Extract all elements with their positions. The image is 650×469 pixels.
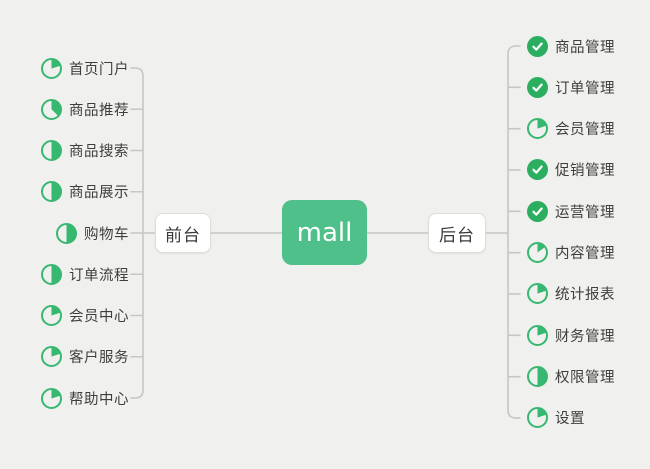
root-node-mall[interactable]: mall xyxy=(282,200,367,265)
topic-row[interactable]: 财务管理 xyxy=(527,323,615,347)
progress-pie-icon xyxy=(41,305,62,326)
topic-row[interactable]: 会员中心 xyxy=(41,304,129,328)
progress-pie-icon xyxy=(527,242,548,264)
topic-row[interactable]: 权限管理 xyxy=(527,365,615,389)
topic-row[interactable]: 商品管理 xyxy=(527,34,615,58)
progress-pie-icon xyxy=(527,407,548,429)
frontend-node[interactable]: 前台 xyxy=(155,213,211,253)
backend-node-label: 后台 xyxy=(439,225,475,246)
progress-pie-icon xyxy=(527,283,548,305)
topic-row[interactable]: 促销管理 xyxy=(527,158,615,182)
topic-label: 设置 xyxy=(555,411,585,428)
topic-row[interactable]: 商品推荐 xyxy=(41,97,129,121)
topic-row[interactable]: 会员管理 xyxy=(527,117,615,141)
progress-pie-icon xyxy=(41,387,62,409)
check-icon xyxy=(527,76,548,98)
topic-label: 商品展示 xyxy=(69,185,129,202)
progress-pie-icon xyxy=(41,140,62,161)
progress-pie-icon xyxy=(527,324,548,346)
topic-label: 购物车 xyxy=(84,226,129,243)
topic-label: 帮助中心 xyxy=(69,391,129,408)
topic-label: 订单管理 xyxy=(555,80,615,97)
topic-row[interactable]: 内容管理 xyxy=(527,241,615,265)
topic-row[interactable]: 订单流程 xyxy=(41,262,129,286)
progress-pie-icon xyxy=(41,263,62,285)
topic-row[interactable]: 订单管理 xyxy=(527,75,615,99)
root-node-label: mall xyxy=(296,217,353,248)
check-icon xyxy=(527,35,548,57)
topic-label: 统计报表 xyxy=(555,287,615,304)
progress-pie-icon xyxy=(527,118,548,140)
topic-label: 内容管理 xyxy=(555,246,615,263)
topic-row[interactable]: 运营管理 xyxy=(527,199,615,223)
progress-pie-icon xyxy=(41,181,62,203)
topic-row[interactable]: 客户服务 xyxy=(41,345,129,369)
topic-label: 订单流程 xyxy=(69,267,129,284)
topic-row[interactable]: 商品搜索 xyxy=(41,139,129,163)
frontend-node-label: 前台 xyxy=(165,225,201,246)
topic-row[interactable]: 设置 xyxy=(527,406,585,430)
topic-label: 会员管理 xyxy=(555,122,615,139)
progress-pie-icon xyxy=(41,346,62,368)
progress-pie-icon xyxy=(41,98,62,120)
topic-label: 促销管理 xyxy=(555,163,615,180)
progress-pie-icon xyxy=(527,366,548,388)
backend-node[interactable]: 后台 xyxy=(428,213,486,253)
topic-label: 商品推荐 xyxy=(69,102,129,119)
topic-label: 商品管理 xyxy=(555,39,615,56)
topic-label: 首页门户 xyxy=(69,61,129,78)
topic-row[interactable]: 帮助中心 xyxy=(41,386,129,410)
topic-row[interactable]: 首页门户 xyxy=(41,56,129,80)
check-icon xyxy=(527,200,548,222)
topic-row[interactable]: 商品展示 xyxy=(41,180,129,204)
check-icon xyxy=(527,159,548,181)
topic-label: 运营管理 xyxy=(555,204,615,221)
progress-pie-icon xyxy=(56,222,77,244)
topic-label: 权限管理 xyxy=(555,370,615,387)
progress-pie-icon xyxy=(41,57,62,79)
topic-row[interactable]: 购物车 xyxy=(56,221,129,245)
topic-label: 商品搜索 xyxy=(69,144,129,160)
topic-label: 客户服务 xyxy=(69,350,129,367)
topic-label: 财务管理 xyxy=(555,328,615,345)
topic-row[interactable]: 统计报表 xyxy=(527,282,615,306)
topic-label: 会员中心 xyxy=(69,309,129,325)
